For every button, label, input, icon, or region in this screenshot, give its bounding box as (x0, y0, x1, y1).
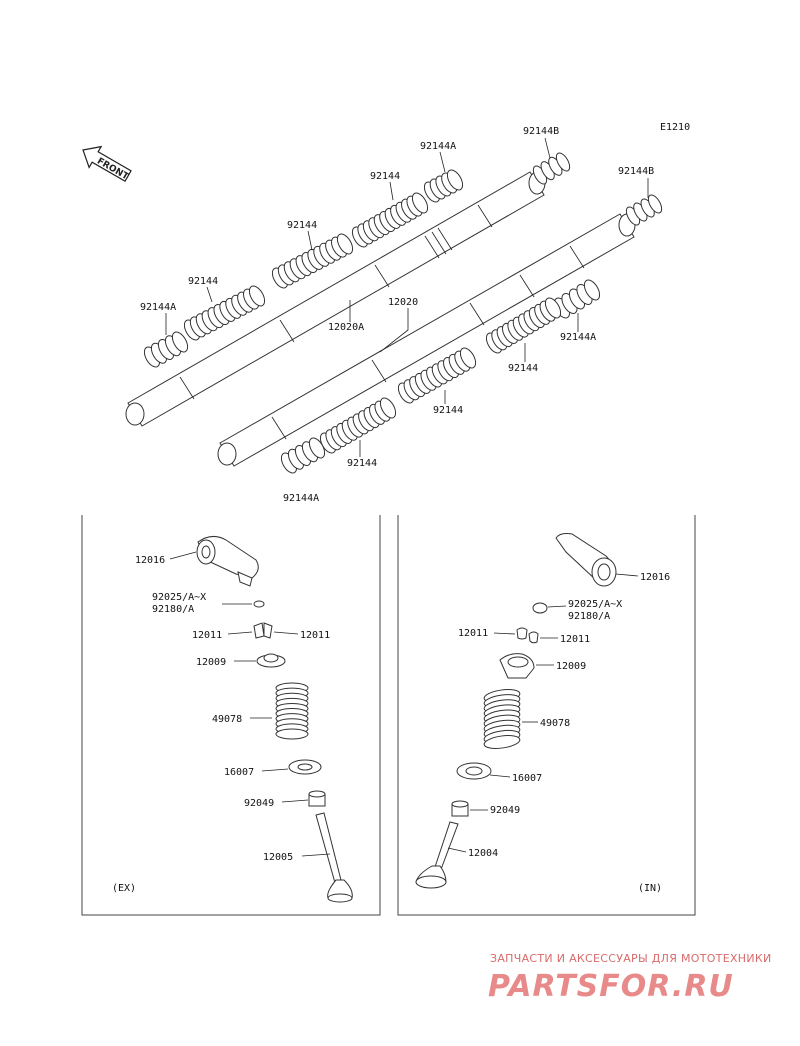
label-92144-1: 92144 (370, 171, 400, 182)
spring-92144a-bottom-coil (308, 437, 326, 459)
label-ex-12016: 12016 (135, 555, 165, 566)
label-92144-2: 92144 (287, 220, 317, 231)
spring-92144-4 (485, 297, 562, 354)
label-ex-92049: 92049 (244, 798, 274, 809)
label-in-12009: 12009 (556, 661, 586, 672)
watermark-tagline: ЗАПЧАСТИ И АКСЕССУАРЫ ДЛЯ МОТОТЕХНИКИ (490, 952, 772, 965)
ex-adjuster (253, 600, 265, 608)
in-valve (415, 821, 459, 889)
label-in-12016: 12016 (640, 572, 670, 583)
label-ex-12009: 12009 (196, 657, 226, 668)
diagram-code: E1210 (660, 122, 690, 133)
label-92144a-bottom: 92144A (283, 493, 319, 504)
spring-92144b-top-coil (555, 152, 571, 172)
ex-rocker-arm (196, 536, 259, 587)
spring-92144-6-coil (379, 397, 397, 419)
ex-spring-seat (288, 759, 322, 775)
upper-labels: 92144A 92144B 92144B 92144 92144 92144 9… (140, 126, 654, 504)
label-in-16007: 16007 (512, 773, 542, 784)
spring-92144b-right (625, 194, 663, 226)
label-92144a-top: 92144A (420, 141, 456, 152)
label-92144-4: 92144 (508, 363, 538, 374)
spring-92144a-bottom (280, 437, 326, 474)
label-ex-16007: 16007 (224, 767, 254, 778)
in-spring-coil (483, 735, 521, 749)
label-92144-3: 92144 (188, 276, 218, 287)
spring-92144-5 (397, 347, 477, 404)
spring-92144-5-coil (459, 347, 477, 369)
label-in-92049: 92049 (490, 805, 520, 816)
ex-spring-coil (275, 728, 309, 740)
label-ex-12011-left: 12011 (192, 630, 222, 641)
spring-92144-2 (271, 233, 354, 289)
in-spring (483, 689, 521, 749)
spring-92144a-left (143, 331, 189, 368)
label-92144a-right: 92144A (560, 332, 596, 343)
exhaust-valve-panel: 12016 92025/A~X 92180/A 12011 12011 1200… (81, 515, 381, 916)
label-ex-92180: 92180/A (152, 604, 194, 615)
spring-92144-3 (183, 285, 266, 341)
label-ex-92025: 92025/A~X (152, 592, 206, 603)
in-retainer (499, 653, 535, 679)
spring-92144a-left-coil (171, 331, 189, 353)
ex-valve-spring (275, 682, 309, 740)
ex-tag: (EX) (112, 883, 136, 894)
rocker-shaft-springs (143, 152, 663, 474)
label-92144-6: 92144 (347, 458, 377, 469)
spring-92144-1-coil (411, 192, 429, 214)
label-in-12011-right: 12011 (560, 634, 590, 645)
in-spring-seat (456, 762, 492, 780)
spring-92144-3-coil (248, 285, 266, 307)
spring-92144-1 (351, 192, 429, 248)
label-ex-49078: 49078 (212, 714, 242, 725)
rocker-shaft-12020 (217, 213, 636, 467)
spring-92144a-top-coil (446, 169, 464, 191)
watermark-brand: PARTSFOR.RU (488, 969, 734, 1004)
label-12020: 12020 (388, 297, 418, 308)
in-rocker-arm (555, 533, 617, 587)
ex-keepers (253, 622, 273, 639)
in-stem-seal (451, 800, 469, 817)
label-92144b-right: 92144B (618, 166, 654, 177)
in-adjuster (532, 602, 548, 614)
ex-retainer (256, 653, 286, 668)
intake-valve-panel: 12016 92025/A~X 92180/A 12011 12011 1200… (397, 515, 696, 916)
spring-92144a-top (423, 169, 464, 203)
spring-92144b-top (532, 152, 571, 185)
front-arrow-icon: FRONT (82, 145, 132, 183)
spring-92144-4-coil (544, 297, 562, 319)
spring-92144b-right-coil (647, 194, 663, 214)
label-92144a-left: 92144A (140, 302, 176, 313)
label-ex-12011-right: 12011 (300, 630, 330, 641)
ex-stem-seal (308, 790, 326, 807)
label-in-92025: 92025/A~X (568, 599, 622, 610)
spring-92144a-right-coil (583, 279, 601, 301)
label-in-12004: 12004 (468, 848, 498, 859)
watermark-logo: ЗАПЧАСТИ И АКСЕССУАРЫ ДЛЯ МОТОТЕХНИКИ PA… (488, 952, 772, 1004)
in-keepers (516, 627, 539, 644)
in-valve-spring (483, 689, 521, 749)
label-in-49078: 49078 (540, 718, 570, 729)
label-in-12011-left: 12011 (458, 628, 488, 639)
in-tag: (IN) (638, 883, 662, 894)
label-12020a: 12020A (328, 322, 364, 333)
label-ex-12005: 12005 (263, 852, 293, 863)
ex-valve (315, 812, 353, 903)
spring-92144-2-coil (336, 233, 354, 255)
spring-92144-6 (319, 397, 397, 454)
label-92144-5: 92144 (433, 405, 463, 416)
ex-spring (275, 682, 309, 740)
label-in-92180: 92180/A (568, 611, 610, 622)
label-92144b-top: 92144B (523, 126, 559, 137)
